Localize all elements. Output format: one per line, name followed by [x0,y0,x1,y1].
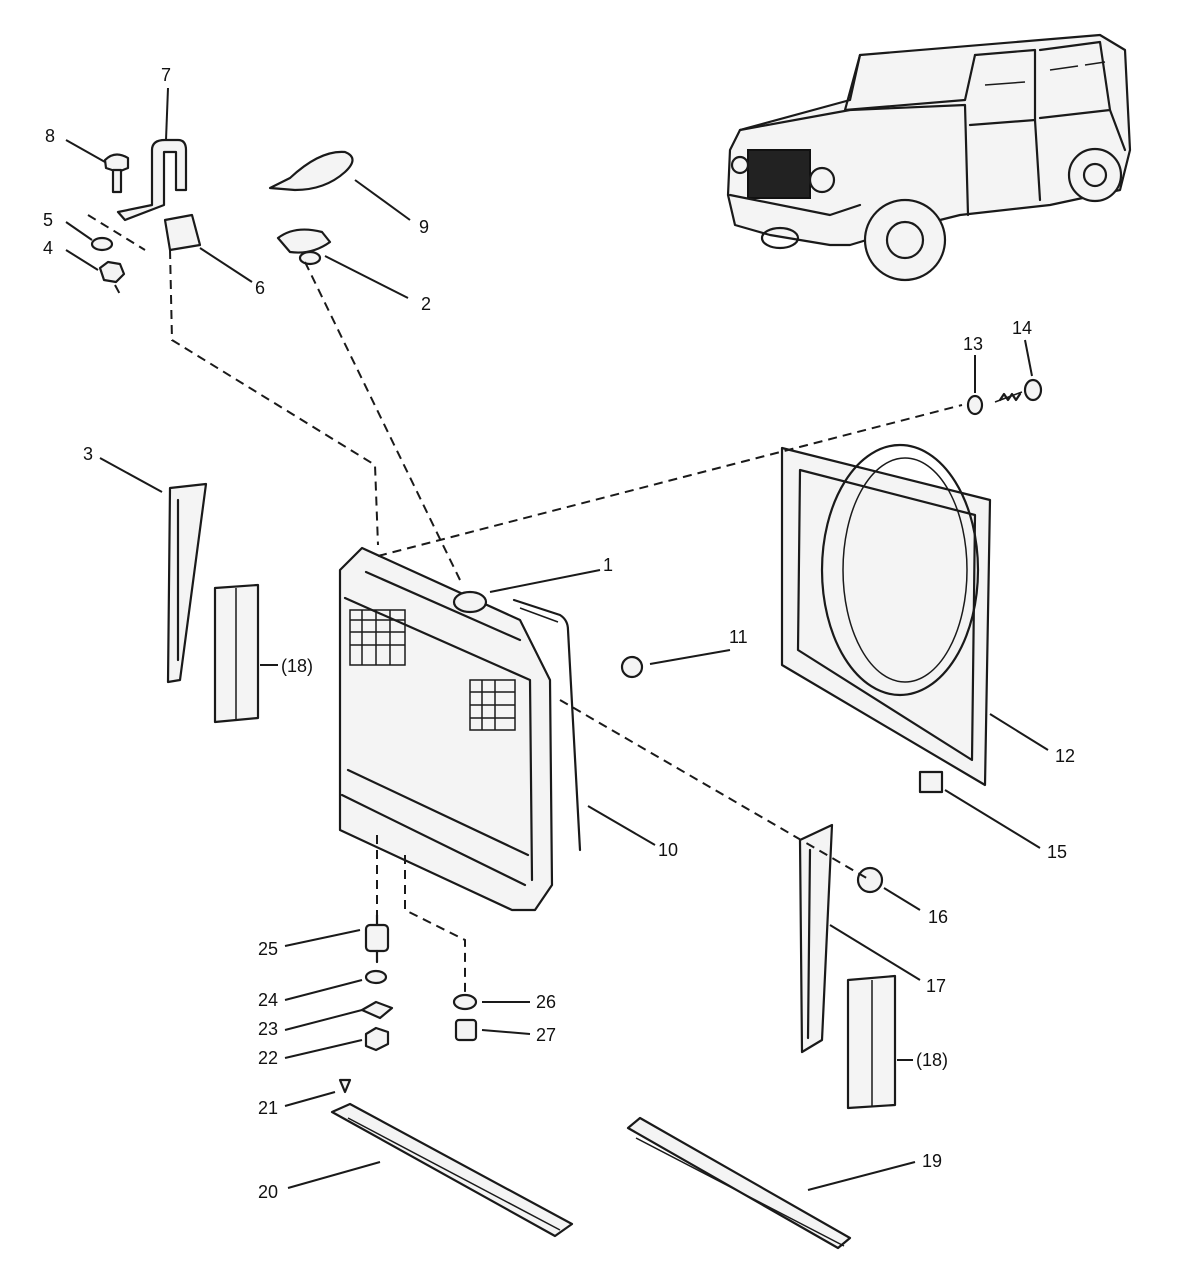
part-3-air-guide [166,482,208,684]
callout-12: 12 [1055,746,1075,766]
callout-11: 11 [729,627,748,647]
part-7-bracket [116,138,188,222]
callout-24: 24 [258,990,278,1010]
callout-26: 26 [536,992,556,1012]
callout-labels: 1 2 3 4 5 6 7 8 9 10 11 12 13 14 15 16 1… [43,65,1075,1202]
part-16-grommet [856,866,884,894]
callout-4: 4 [43,238,53,258]
part-20-panel [330,1102,574,1238]
callout-19: 19 [922,1151,942,1171]
callout-18-left: (18) [281,656,313,676]
leader-lines [65,87,1049,1191]
callout-3: 3 [83,444,93,464]
part-18-foam-left [213,583,260,724]
vehicle-illustration [726,33,1132,282]
part-17-air-guide [798,823,834,1054]
part-24-washer [364,969,388,985]
callout-20: 20 [258,1182,278,1202]
callout-8: 8 [45,126,55,146]
callout-27: 27 [536,1025,556,1045]
callout-15: 15 [1047,842,1067,862]
part-23-plate [360,1000,394,1020]
part-18-foam-right [846,974,897,1110]
callout-7: 7 [161,65,171,85]
part-2-cap [276,228,332,266]
callout-10: 10 [658,840,678,860]
part-14-screw [994,378,1043,403]
callout-5: 5 [43,210,53,230]
assembly-dashed-lines [87,214,963,992]
part-22-nut [364,1026,390,1052]
callout-17: 17 [926,976,946,996]
part-8-bolt [103,153,130,194]
callout-6: 6 [255,278,265,298]
callout-23: 23 [258,1019,278,1039]
part-10-seal [512,598,582,852]
part-5-washer [90,236,114,252]
part-4-nut [98,260,126,284]
callout-22: 22 [258,1048,278,1068]
part-1-radiator [338,546,554,912]
part-25-mount [364,913,390,964]
part-19-sealing-strip [626,1116,852,1250]
part-9-strap [268,150,354,192]
part-13-washer [966,394,984,416]
callout-14: 14 [1012,318,1032,338]
part-15-clip [918,770,944,794]
callout-18-right: (18) [916,1050,948,1070]
part-6-rubber [163,213,202,252]
callout-25: 25 [258,939,278,959]
callout-1: 1 [603,555,613,575]
part-12-fan-shroud [780,443,992,787]
callout-21: 21 [258,1098,278,1118]
callout-2: 2 [421,294,431,314]
part-26-washer [452,993,478,1011]
callout-16: 16 [928,907,948,927]
part-21-screw [338,1078,352,1094]
part-11-plug [620,655,644,679]
callout-13: 13 [963,334,983,354]
part-27-bushing [454,1018,478,1042]
callout-9: 9 [419,217,429,237]
